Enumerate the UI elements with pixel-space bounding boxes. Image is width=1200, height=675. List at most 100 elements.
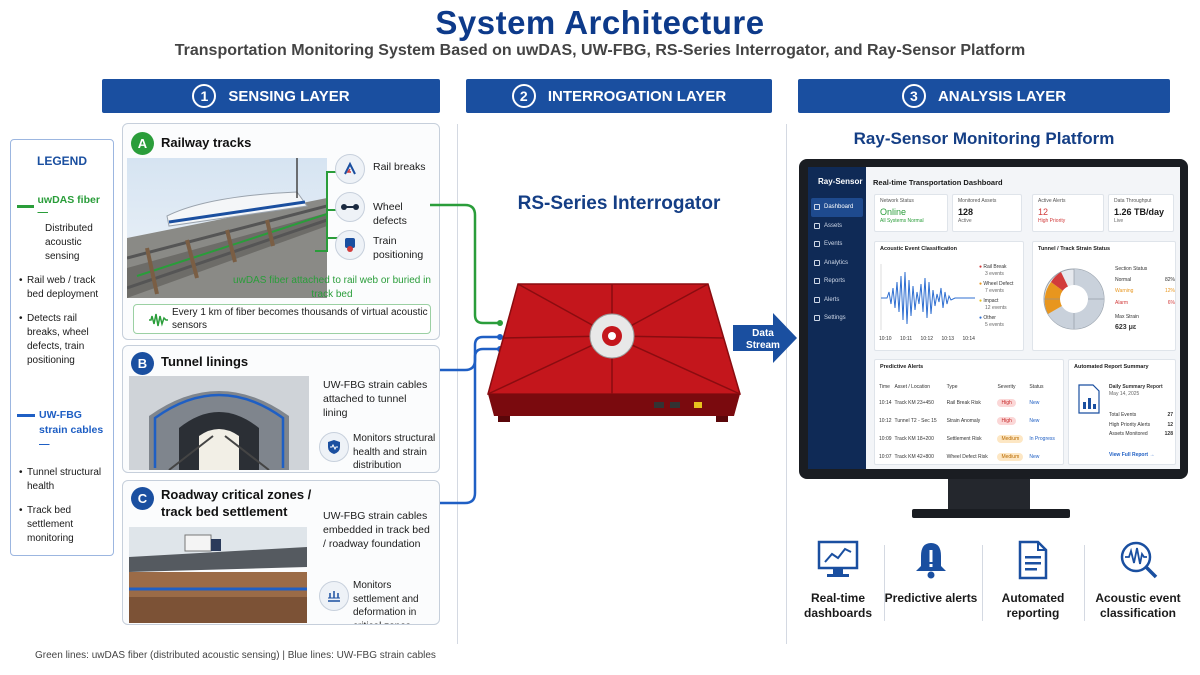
nav-events[interactable]: Events — [808, 235, 866, 254]
detection-label: Wheel defects — [373, 201, 407, 228]
legend-uwdas-label: uwDAS fiber — — [37, 194, 100, 218]
feature-predictive-alerts: Predictive alerts — [881, 540, 981, 606]
legend-uwdas-desc: Distributed acoustic sensing — [45, 223, 93, 262]
nav-settings[interactable]: Settings — [808, 309, 866, 328]
shield-heartbeat-icon — [319, 432, 349, 462]
layer-label: ANALYSIS LAYER — [937, 87, 1067, 105]
strain-value: 12% — [1164, 288, 1175, 294]
nav-icon — [814, 222, 820, 229]
nav-icon — [814, 204, 820, 211]
table-header: Status — [1029, 383, 1044, 390]
nav-alerts[interactable]: Alerts — [808, 291, 866, 310]
nav-label: Events — [824, 241, 843, 248]
table-header: Time — [879, 383, 890, 390]
time-tick: 10:11 — [899, 336, 913, 342]
event-legend-item: ● Rail Break — [979, 264, 1007, 270]
page-title: System Architecture — [435, 4, 765, 41]
nav-reports[interactable]: Reports — [808, 272, 866, 291]
kpi-value: 1.26 TB/day — [1114, 207, 1165, 217]
tunnel-linings-card: B Tunnel linings UW-FBG strain cables at… — [122, 345, 440, 473]
nav-dashboard[interactable]: Dashboard — [811, 198, 863, 217]
severity-badge: Medium — [997, 452, 1024, 461]
severity-badge: Medium — [997, 434, 1024, 443]
report-date: May 14, 2025 — [1109, 390, 1140, 397]
card-title: Roadway critical zones / track bed settl… — [161, 487, 312, 519]
panel-title: Tunnel / Track Strain Status — [1038, 246, 1111, 252]
table-row[interactable]: 10:09 Track KM 18+200 Settlement Risk Me… — [879, 430, 1061, 448]
report-summary-panel: Automated Report Summary Daily Summary R… — [1068, 359, 1176, 465]
feature-label: Real-time dashboards — [803, 591, 872, 620]
event-legend-item: ● Impact — [979, 298, 999, 304]
footer-legend-text: Green lines: uwDAS fiber (distributed ac… — [35, 650, 436, 661]
kpi-value: 128 — [958, 207, 974, 217]
tunnel-monitor-text: Monitors structural health and strain di… — [353, 433, 436, 471]
blue-line-swatch — [17, 414, 35, 417]
data-stream-label: Data Stream — [746, 328, 780, 351]
table-row[interactable]: 10:07 Track KM 42+800 Wheel Defect Risk … — [879, 448, 1061, 466]
interrogation-layer-banner: 2 INTERROGATION LAYER — [466, 79, 772, 113]
alerts-table: Time Asset / Location Type Severity Stat… — [879, 380, 1061, 466]
monitor-stand-base — [912, 509, 1070, 518]
strain-name: Alarm — [1115, 299, 1129, 306]
alert-asset: Track KM 23+450 — [894, 399, 934, 406]
feature-label: Automated reporting — [1001, 591, 1065, 620]
layer-label: INTERROGATION LAYER — [547, 87, 727, 105]
max-strain-label: Max Strain — [1115, 314, 1139, 320]
kpi-sub: Active — [958, 218, 972, 224]
alert-time: 10:12 — [879, 417, 892, 424]
layer-number: 3 — [901, 84, 926, 108]
nav-label: Dashboard — [824, 204, 854, 211]
waveform-search-icon — [1120, 541, 1158, 579]
kpi-data-throughput: Data Throughput 1.26 TB/day Live — [1108, 194, 1174, 232]
alert-type: Rail Break Risk — [946, 399, 981, 406]
table-row[interactable]: 10:14 Track KM 23+450 Rail Break Risk Hi… — [879, 394, 1061, 412]
green-line-swatch — [17, 204, 34, 208]
strain-value: 82% — [1164, 276, 1175, 283]
detection-label: Rail breaks — [373, 161, 426, 173]
legend-bullet: Rail web / track bed deployment — [17, 274, 107, 302]
stat-label: Total Events — [1109, 412, 1137, 418]
detection-label: Train positioning — [373, 235, 424, 262]
strain-name: Warning — [1115, 288, 1134, 294]
nav-analytics[interactable]: Analytics — [808, 254, 866, 273]
table-header-row: Time Asset / Location Type Severity Stat… — [879, 380, 1061, 394]
card-title: Railway tracks — [161, 135, 252, 150]
event-count: 12 events — [985, 304, 1007, 311]
alert-asset: Tunnel T2 - Sec 15 — [894, 417, 937, 424]
feature-divider — [982, 545, 983, 621]
nav-icon — [814, 315, 820, 322]
nav-assets[interactable]: Assets — [808, 217, 866, 236]
kpi-label: Active Alerts — [1038, 198, 1066, 204]
table-row[interactable]: 10:12 Tunnel T2 - Sec 15 Strain Anomaly … — [879, 412, 1061, 430]
rs-interrogator-device — [487, 283, 741, 422]
tunnel-fbg-desc: UW-FBG strain cables attached to tunnel … — [323, 379, 428, 420]
view-report-link[interactable]: View Full Report → — [1109, 452, 1155, 458]
dashboard-title: Real-time Transportation Dashboard — [873, 178, 1003, 187]
layer-number: 2 — [511, 84, 536, 108]
acoustic-waveform — [880, 264, 975, 330]
virtual-sensor-note: Every 1 km of fiber becomes thousands of… — [133, 304, 431, 334]
feature-divider — [884, 545, 885, 621]
alert-status: New — [1029, 417, 1040, 424]
nav-icon — [814, 241, 820, 248]
stat-value: 27 — [1167, 412, 1173, 418]
platform-title: Ray-Sensor Monitoring Platform — [853, 129, 1115, 148]
stat-label: High Priority Alerts — [1109, 421, 1151, 428]
interrogator-title: RS-Series Interrogator — [517, 193, 721, 214]
event-name: Other — [983, 315, 996, 321]
rail-break-icon — [335, 154, 365, 184]
kpi-sub: All Systems Normal — [880, 218, 924, 224]
dashboard-brand: Ray-Sensor — [818, 177, 863, 186]
feature-divider — [1084, 545, 1085, 621]
severity-badge: High — [997, 398, 1016, 407]
table-header: Severity — [997, 383, 1016, 390]
nav-icon — [814, 296, 820, 303]
panel-title: Automated Report Summary — [1074, 364, 1149, 370]
event-count: 3 events — [985, 270, 1004, 277]
legend-title: LEGEND — [36, 154, 87, 168]
layer-divider — [786, 124, 787, 644]
alert-status: New — [1029, 399, 1040, 406]
settlement-icon — [319, 581, 349, 611]
